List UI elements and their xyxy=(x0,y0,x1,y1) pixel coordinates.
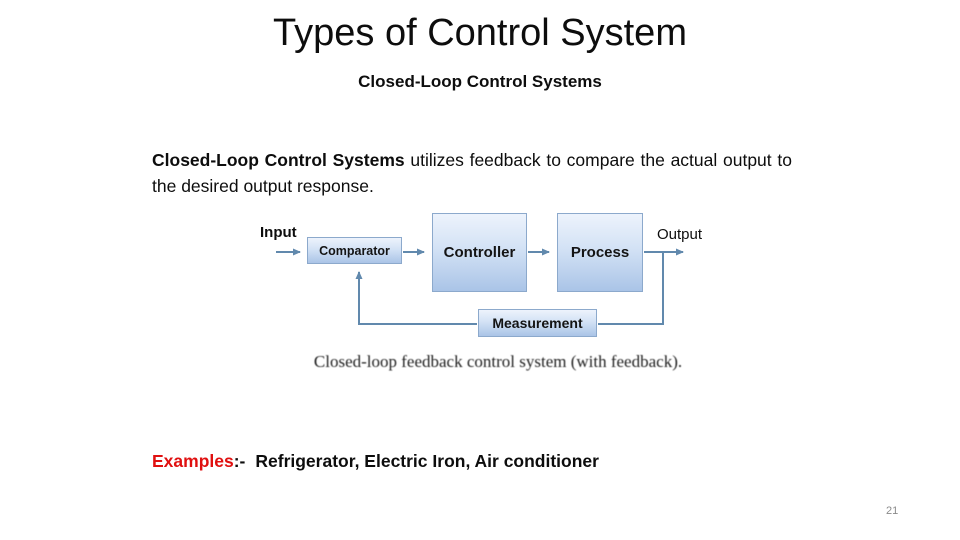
page-number: 21 xyxy=(886,505,899,517)
diagram-block-measurement: Measurement xyxy=(478,309,597,337)
examples-label: Examples xyxy=(152,451,234,471)
diagram-caption: Closed-loop feedback control system (wit… xyxy=(313,352,683,371)
page-title: Types of Control System xyxy=(273,12,687,54)
examples-items: Refrigerator, Electric Iron, Air conditi… xyxy=(255,451,599,471)
diagram-output-label: Output xyxy=(657,226,703,243)
diagram-block-controller: Controller xyxy=(432,213,527,292)
examples-line: Examples:- Refrigerator, Electric Iron, A… xyxy=(152,451,599,472)
diagram-block-process: Process xyxy=(557,213,643,292)
body-bold-lead: Closed-Loop Control Systems xyxy=(152,149,405,170)
body-paragraph: Closed-Loop Control Systems utilizes fee… xyxy=(152,147,792,199)
diagram-input-label: Input xyxy=(260,224,297,241)
examples-separator: :- xyxy=(233,451,246,471)
body-rest: utilizes feedback to compare the actual … xyxy=(152,149,792,196)
diagram-block-comparator: Comparator xyxy=(307,237,402,264)
slide-subtitle: Closed-Loop Control Systems xyxy=(358,72,602,91)
